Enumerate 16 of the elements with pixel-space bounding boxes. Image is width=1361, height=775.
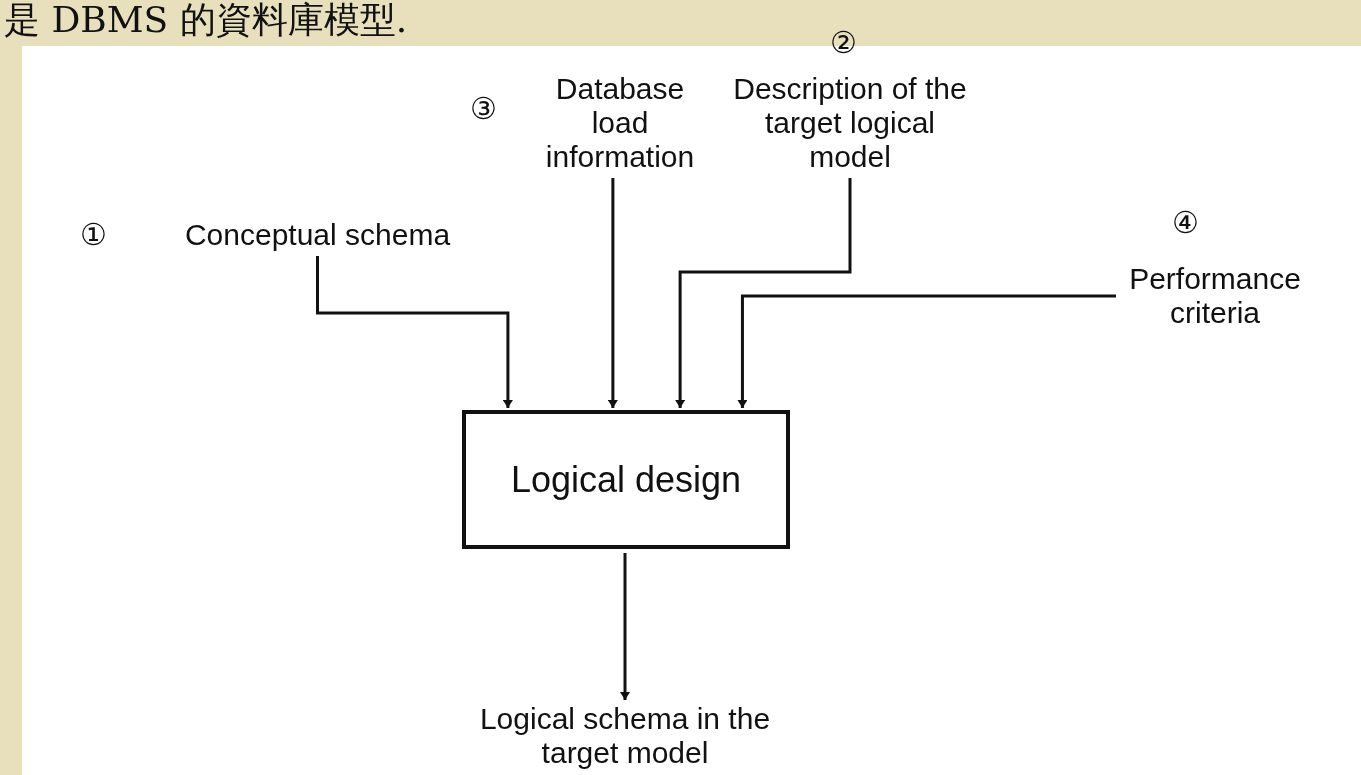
arrow — [675, 178, 852, 408]
input-label: Description of the target logical model — [720, 72, 980, 174]
callout-number: ③ — [470, 92, 497, 126]
input-label: Database load information — [525, 72, 715, 174]
process-box: Logical design — [462, 410, 790, 549]
callout-number: ② — [830, 26, 857, 60]
callout-number: ④ — [1172, 206, 1199, 240]
callout-number: ① — [80, 218, 107, 252]
output-label: Logical schema in the target model — [445, 702, 805, 770]
arrow — [607, 178, 618, 408]
arrow — [316, 256, 513, 408]
heading-text: 是 DBMS 的資料庫模型. — [4, 0, 408, 40]
input-label: Performance criteria — [1120, 262, 1310, 330]
input-label: Conceptual schema — [145, 218, 490, 252]
arrow — [737, 294, 1116, 408]
arrow — [620, 553, 630, 700]
